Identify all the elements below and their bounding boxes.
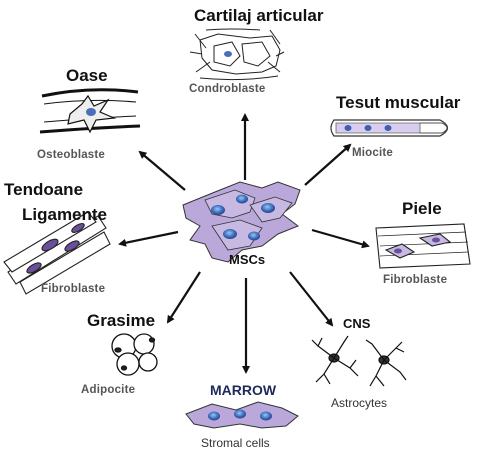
arrow-to-tendon	[118, 230, 179, 247]
marrow-cell-label: Stromal cells	[201, 436, 270, 450]
muscle-title: Tesut muscular	[336, 93, 461, 112]
skin-title: Piele	[402, 199, 442, 218]
arrow-to-muscle	[304, 143, 352, 186]
cns-cell-label: Astrocytes	[331, 396, 388, 410]
msc-label: MSCs	[229, 252, 266, 267]
cartilage-cell-label: Condroblaste	[189, 83, 266, 95]
fat-title: Grasime	[87, 311, 156, 330]
myocyte-illustration	[330, 119, 449, 137]
tendon-cell-label: Fibroblaste	[41, 283, 106, 295]
bone-title: Oase	[66, 66, 108, 85]
osteoblast-illustration	[39, 88, 141, 134]
cartilage-title: Cartilaj articular	[194, 6, 324, 25]
differentiation-arrows	[118, 113, 370, 374]
bone-cell-label: Osteoblaste	[37, 149, 106, 161]
skin-cell-label: Fibroblaste	[383, 274, 448, 286]
cns-title: CNS	[343, 316, 371, 331]
arrow-to-fat	[166, 271, 201, 324]
fat-cell-label: Adipocite	[81, 384, 136, 396]
chondroblast-illustration	[189, 28, 285, 81]
marrow-title: MARROW	[210, 382, 277, 398]
tendon-title-line1: Tendoane	[4, 180, 84, 199]
arrow-to-cns	[289, 271, 334, 327]
arrow-to-skin	[311, 228, 370, 249]
stromal-cell-illustration	[185, 401, 299, 429]
msc-cluster-illustration	[182, 181, 301, 263]
astrocyte-illustration	[311, 335, 407, 387]
tendon-title-line2: Ligamente	[22, 205, 108, 224]
skin-fibroblast-illustration	[375, 223, 471, 269]
adipocyte-illustration	[111, 333, 158, 376]
tendon-fibroblast-illustration	[3, 211, 111, 295]
muscle-cell-label: Miocite	[352, 147, 394, 159]
arrow-to-bone	[138, 150, 186, 191]
